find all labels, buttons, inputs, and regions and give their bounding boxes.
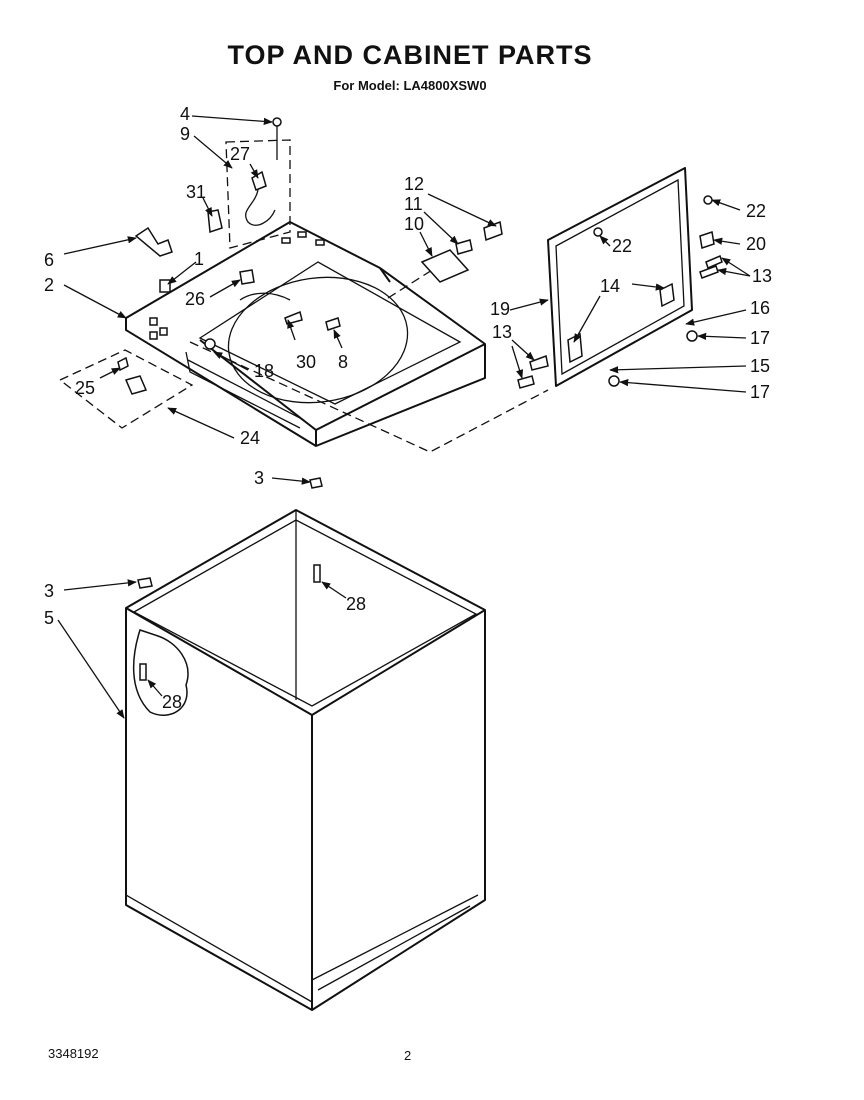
top-panel <box>125 221 486 447</box>
callout-20: 20 <box>746 234 766 254</box>
callout-28-top: 28 <box>346 594 366 614</box>
callout-30: 30 <box>296 352 316 372</box>
callout-10: 10 <box>404 214 424 234</box>
callout-19: 19 <box>490 299 510 319</box>
callout-labels: 4 9 27 31 6 1 2 26 30 8 18 25 24 12 11 1… <box>44 104 772 712</box>
callout-2: 2 <box>44 275 54 295</box>
cabinet <box>125 509 486 1011</box>
callout-13-left: 13 <box>492 322 512 342</box>
lid <box>547 167 693 387</box>
callout-13-right: 13 <box>752 266 772 286</box>
model-subtitle: For Model: LA4800XSW0 <box>333 78 487 93</box>
page-number: 2 <box>404 1048 412 1063</box>
callout-9: 9 <box>180 124 190 144</box>
callout-14: 14 <box>600 276 620 296</box>
callout-12: 12 <box>404 174 424 194</box>
callout-27: 27 <box>230 144 250 164</box>
callout-22-inner: 22 <box>612 236 632 256</box>
hinge-line <box>387 264 441 299</box>
callout-15: 15 <box>750 356 770 376</box>
callout-22-top: 22 <box>746 201 766 221</box>
document-number: 3348192 <box>48 1046 99 1061</box>
leader-lines <box>57 115 751 719</box>
callout-4: 4 <box>180 104 190 124</box>
callout-31: 31 <box>186 182 206 202</box>
callout-24: 24 <box>240 428 260 448</box>
callout-11: 11 <box>404 194 423 214</box>
callout-8: 8 <box>338 352 348 372</box>
callout-5: 5 <box>44 608 54 628</box>
callout-17-lower: 17 <box>750 382 770 402</box>
callout-17-upper: 17 <box>750 328 770 348</box>
bracket-24 <box>58 349 194 429</box>
bracket-27 <box>225 139 291 249</box>
callout-18: 18 <box>254 361 274 381</box>
callout-25: 25 <box>75 378 95 398</box>
callout-3-top: 3 <box>254 468 264 488</box>
callout-28-inset: 28 <box>162 692 182 712</box>
lid-hinge-line <box>189 341 549 453</box>
callout-1: 1 <box>194 249 204 269</box>
callout-16: 16 <box>750 298 770 318</box>
callout-3-left: 3 <box>44 581 54 601</box>
page-title: TOP AND CABINET PARTS <box>227 40 593 70</box>
callout-26: 26 <box>185 289 205 309</box>
callout-6: 6 <box>44 250 54 270</box>
